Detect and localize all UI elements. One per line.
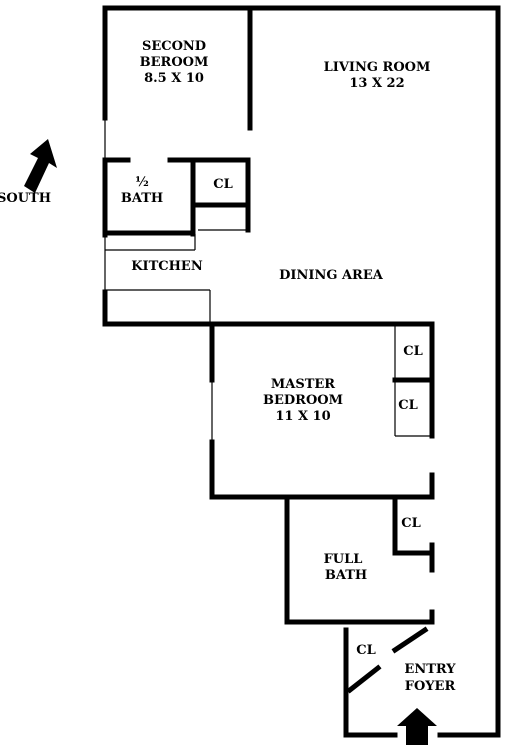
dining-area-name: DINING AREA [279, 268, 384, 283]
closet-foyer-label: CL [356, 643, 376, 658]
entry-foyer-name-2: FOYER [405, 679, 456, 694]
arrow-up-right-icon [24, 139, 57, 193]
second-bedroom-name-1: SECOND [142, 39, 206, 54]
second-bedroom-name-2: BEROOM [140, 55, 209, 70]
second-bedroom-size: 8.5 X 10 [144, 71, 204, 86]
compass-label: SOUTH [0, 191, 51, 206]
master-bedroom-size: 11 X 10 [275, 409, 330, 424]
kitchen-name: KITCHEN [131, 259, 203, 274]
closet-master-top-label: CL [403, 344, 423, 359]
half-bath-name-1: ½ [135, 175, 149, 190]
closet-master-bottom-label: CL [398, 398, 418, 413]
full-bath-name-1: FULL [324, 552, 363, 567]
arrow-up-icon [397, 708, 437, 745]
master-bedroom-name-2: BEDROOM [263, 393, 343, 408]
closet-upper-label: CL [213, 177, 233, 192]
living-room-size: 13 X 22 [349, 76, 404, 91]
walls [102, 5, 501, 738]
entry-foyer-name-1: ENTRY [404, 662, 456, 677]
closet-bath-label: CL [401, 516, 421, 531]
half-bath-name-2: BATH [121, 191, 163, 206]
living-room-name: LIVING ROOM [324, 60, 431, 75]
full-bath-name-2: BATH [325, 568, 367, 583]
master-bedroom-name-1: MASTER [271, 377, 335, 392]
